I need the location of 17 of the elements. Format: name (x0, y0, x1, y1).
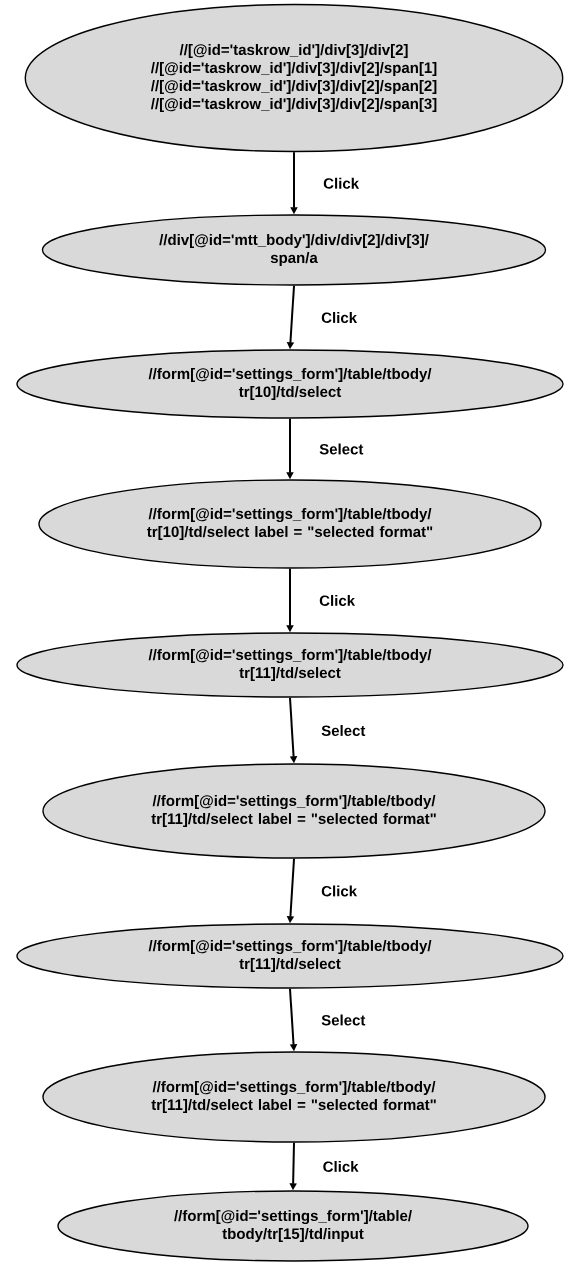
edge-label: Select (319, 443, 364, 455)
ellipse-node: //form[@id='settings_form']/table/tbody/ tr[11]/td/select label = "selected format" (42, 1051, 546, 1143)
edge-label: Click (321, 885, 358, 897)
ellipse-node: //form[@id='settings_form']/table/tbody/ tr[11]/td/select (16, 632, 564, 698)
ellipse-node: //form[@id='settings_form']/table/tbody/ tr[11]/td/select (16, 923, 564, 989)
edge-label: Click (323, 1161, 359, 1172)
ellipse-node: //[@id='taskrow_id']/div[3]/div[2] //[@id='taskrow_id']/div[3]/div[2]/span[1] //[@id='taskrow_id']/div[3]/div[2]/span[2] //[@id='taskrow_id']/div[3]/div[2]/span[3] (24, 3, 564, 153)
ellipse-node: //form[@id='settings_form']/table/ tbody/tr[15]/td/input (57, 1190, 529, 1262)
edge-label: Click (323, 177, 360, 189)
ellipse-node: //form[@id='settings_form']/table/tbody/ tr[11]/td/select label = "selected format" (42, 763, 546, 859)
ellipse-node: //form[@id='settings_form']/table/tbody/ tr[10]/td/select label = "selected format" (38, 479, 542, 569)
ellipse-node: //div[@id='mtt_body']/div/div[2]/div[3]/ span/a (41, 214, 547, 286)
edge-label: Select (321, 1014, 366, 1026)
edge-label: Click (319, 595, 356, 606)
ellipse-node: //form[@id='settings_form']/table/tbody/ tr[10]/td/select (16, 349, 564, 419)
edge-label: Click (321, 312, 358, 323)
edge-label: Select (321, 725, 366, 736)
